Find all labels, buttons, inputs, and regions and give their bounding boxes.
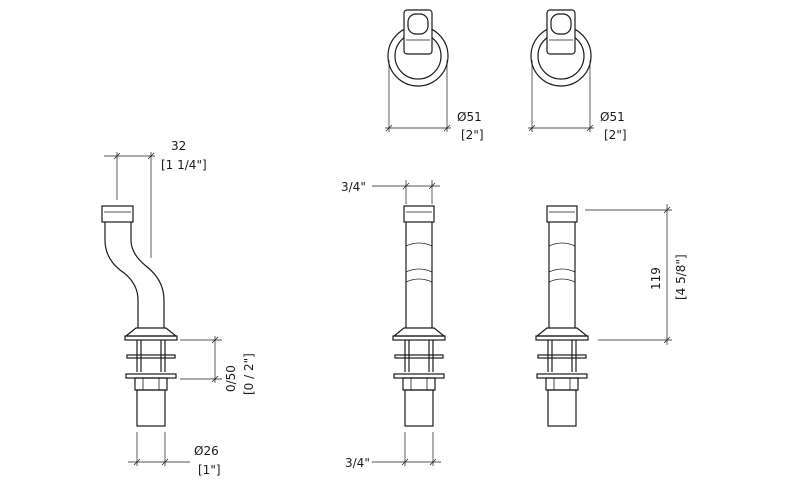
side-view-straight-middle bbox=[372, 180, 446, 466]
side-view-offset bbox=[101, 152, 222, 466]
flange-diameter-in-right: [2"] bbox=[604, 128, 627, 142]
top-width-dimension: 3/4" bbox=[341, 180, 366, 194]
height-dimension-in: [4 5/8"] bbox=[674, 254, 688, 300]
thickness-dimension-in: [0 / 2"] bbox=[242, 353, 256, 395]
shank-diameter-mm: Ø26 bbox=[194, 444, 219, 458]
bottom-width-dimension: 3/4" bbox=[345, 456, 370, 470]
shank-diameter-in: [1"] bbox=[198, 463, 221, 477]
offset-dimension-in: [1 1/4"] bbox=[161, 158, 207, 172]
top-view-right bbox=[528, 9, 594, 132]
flange-diameter-mm-right: Ø51 bbox=[600, 110, 625, 124]
offset-dimension-mm: 32 bbox=[171, 139, 186, 153]
flange-diameter-mm-left: Ø51 bbox=[457, 110, 482, 124]
thickness-dimension-mm: 0/50 bbox=[224, 365, 238, 392]
top-view-left bbox=[385, 9, 451, 132]
side-view-straight-right bbox=[535, 204, 672, 427]
height-dimension-mm: 119 bbox=[649, 267, 663, 290]
flange-diameter-in-left: [2"] bbox=[461, 128, 484, 142]
